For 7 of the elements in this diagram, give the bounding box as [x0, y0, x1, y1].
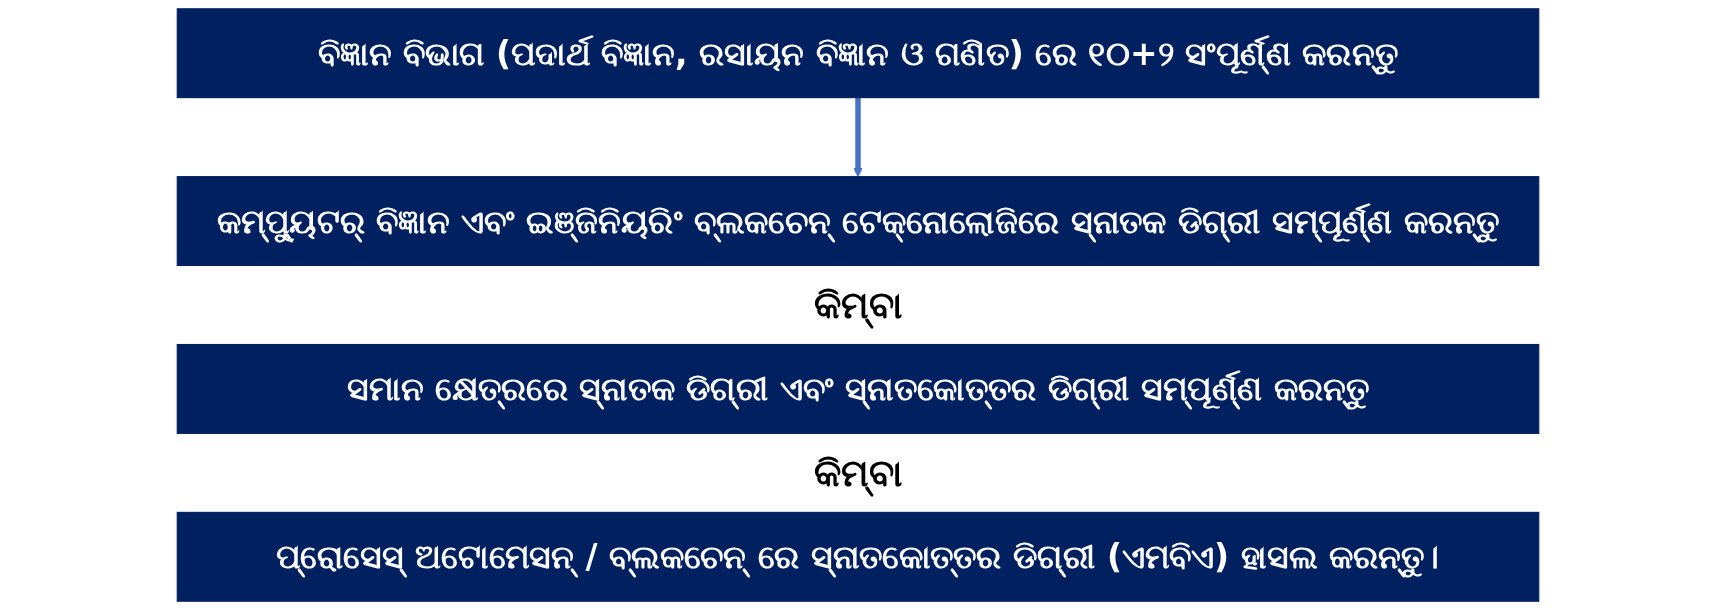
or-label: କିମ୍ବା — [814, 450, 902, 496]
node-box: କମ୍ପ୍ୟୁଟର୍ ବିଜ୍ଞାନ ଏବଂ ଇଞ୍ଜିନିୟରିଂ ବ୍ଲକଚେନ୍ ଟେକ୍ନୋଲୋଜିରେ ସ୍ନାତକ ଡିଗ୍ରୀ ସମ୍ପୂର୍ଣ୍ଣ କରନ୍ତୁ — [176, 176, 1540, 267]
or-label: କିମ୍ବା — [814, 282, 902, 328]
node-box: ସମାନ କ୍ଷେତ୍ରରେ ସ୍ନାତକ ଡିଗ୍ରୀ ଏବଂ ସ୍ନାତକୋତ୍ତର ଡିଗ୍ରୀ ସମ୍ପୂର୍ଣ୍ଣ କରନ୍ତୁ — [176, 343, 1540, 434]
arrow — [853, 97, 863, 178]
node-box: ବିଜ୍ଞାନ ବିଭାଗ (ପଦାର୍ଥ ବିଜ୍ଞାନ, ରସାୟନ ବିଜ୍ଞାନ ଓ ଗଣିତ) ରେ ୧୦+୨ ସଂପୂର୍ଣ୍ଣ କରନ୍ତୁ — [176, 8, 1540, 99]
node-box: ପ୍ରୋସେସ୍ ଅଟୋମେସନ୍ / ବ୍ଲକଚେନ୍ ରେ ସ୍ନାତକୋତ୍ତର ଡିଗ୍ରୀ (ଏମବିଏ) ହାସଲ କରନ୍ତୁ। — [176, 511, 1540, 602]
